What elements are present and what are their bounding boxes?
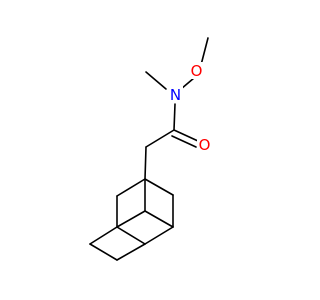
adamantane-bond-10 — [144, 226, 174, 245]
molecule-structure: O N O — [89, 37, 212, 261]
bond-oxygen-nitrogen — [180, 77, 195, 90]
bond-ch2-adamantyl — [144, 146, 147, 180]
bond-n-methyl — [145, 71, 167, 90]
adamantane-bond-6 — [116, 210, 146, 228]
adamantane-bond-11 — [89, 243, 118, 261]
bond-methoxy-methyl-oxygen — [200, 37, 209, 66]
adamantane-bond-8 — [89, 226, 118, 245]
methoxy-oxygen-label: O — [191, 62, 203, 80]
adamantane-bond-1 — [116, 178, 146, 197]
bond-layer — [89, 37, 209, 261]
amide-nitrogen-atom: N — [168, 86, 183, 104]
atom-label-layer: O N O — [168, 62, 212, 154]
bond-carbonyl-double-a — [173, 129, 199, 142]
bond-carbonyl-double-b — [171, 135, 197, 148]
methoxy-oxygen-atom: O — [189, 62, 204, 80]
adamantane-bond-7 — [144, 210, 174, 228]
adamantane-bond-12 — [116, 243, 146, 261]
carbonyl-oxygen-label: O — [199, 136, 211, 154]
amide-nitrogen-label: N — [170, 86, 181, 104]
adamantane-bond-9 — [116, 226, 146, 245]
bond-nitrogen-carbonyl-carbon — [173, 103, 176, 131]
adamantane-bond-2 — [144, 178, 174, 196]
carbonyl-oxygen-atom: O — [197, 136, 212, 154]
bond-carbonyl-ch2 — [145, 129, 175, 148]
